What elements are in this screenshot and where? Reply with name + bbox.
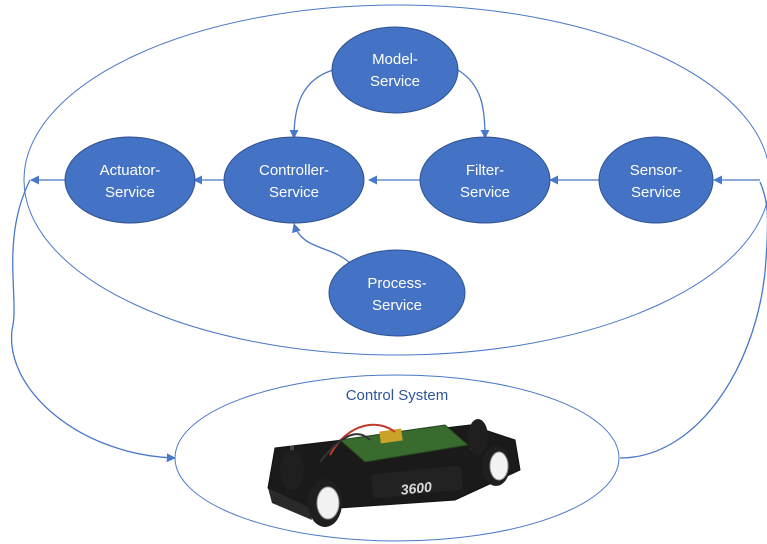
arrow-control-system-to-boundary	[619, 181, 767, 459]
arrow-process-to-controller	[292, 223, 351, 264]
node-controller-label-line2: Service	[269, 184, 319, 201]
car-board-chip	[379, 428, 403, 444]
arrow-model-to-filter	[457, 69, 490, 139]
node-filter-label-line2: Service	[460, 184, 510, 201]
car-battery	[371, 465, 463, 499]
service-boundary-ellipse	[23, 4, 767, 356]
node-actuator-label-line2: Service	[105, 184, 155, 201]
node-controller-label-line1: Controller-	[259, 162, 329, 179]
car-computer-board	[338, 424, 470, 463]
node-process-service[interactable]: Process- Service	[328, 249, 466, 337]
node-model-service[interactable]: Model- Service	[331, 26, 459, 114]
node-actuator-service[interactable]: Actuator- Service	[64, 136, 196, 224]
car-battery-label: 3600	[400, 479, 433, 498]
node-actuator-label-line1: Actuator-	[100, 162, 161, 179]
car-wheel-rear-right	[482, 446, 510, 486]
control-system-label: Control System	[346, 387, 449, 404]
node-process-label-line1: Process-	[367, 275, 426, 292]
node-model-label-line2: Service	[370, 73, 420, 90]
node-sensor-label-line2: Service	[631, 184, 681, 201]
node-controller-service[interactable]: Controller- Service	[223, 136, 365, 224]
car-wheel-front-left	[280, 450, 304, 490]
node-filter-label-line1: Filter-	[466, 162, 504, 179]
node-sensor-label-line1: Sensor-	[630, 162, 683, 179]
car-wheel-rear-left	[468, 419, 488, 455]
arrow-model-to-controller	[289, 69, 334, 139]
car-wire-black	[319, 433, 371, 463]
node-filter-service[interactable]: Filter- Service	[419, 136, 551, 224]
car-front-bumper	[268, 488, 312, 520]
arrow-boundary-to-control-system	[10, 179, 176, 463]
node-process-label-line2: Service	[372, 297, 422, 314]
node-sensor-service[interactable]: Sensor- Service	[598, 136, 714, 224]
node-model-label-line1: Model-	[372, 51, 418, 68]
car-wheel-front-right	[308, 479, 342, 527]
rc-car-image: 3600	[267, 419, 521, 527]
